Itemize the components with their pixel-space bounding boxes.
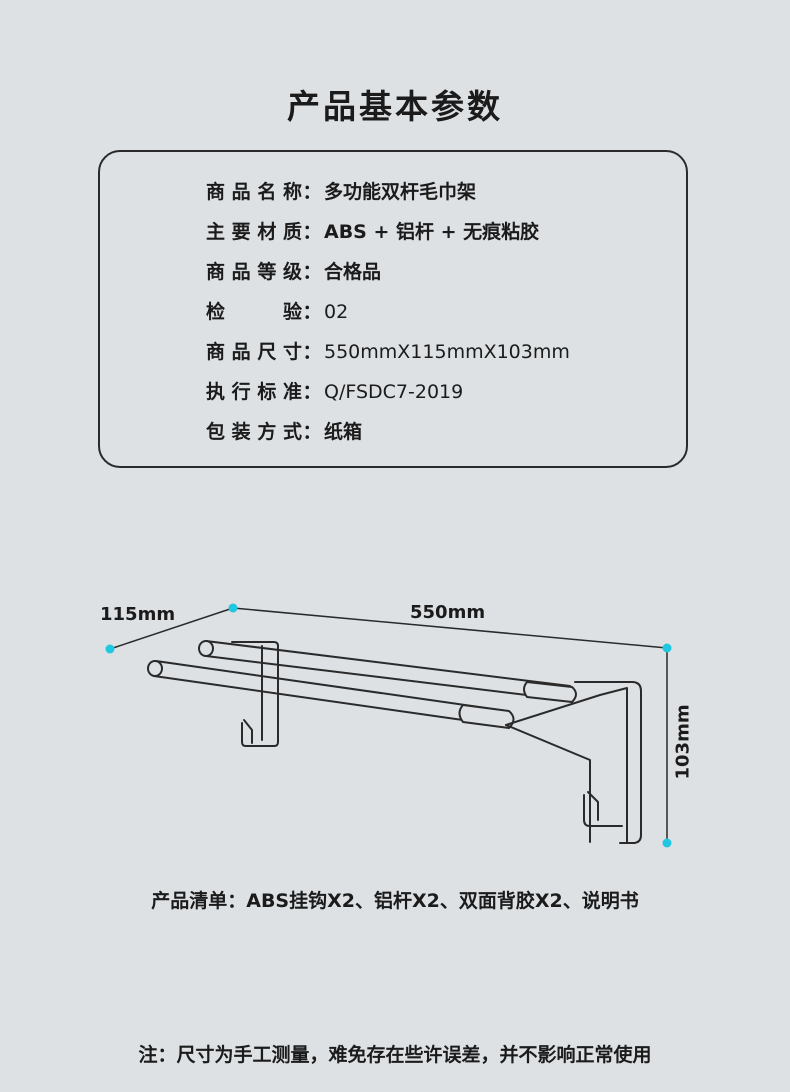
spec-row-inspection: 检验：02 [206, 300, 348, 324]
spec-colon: ： [302, 261, 322, 283]
spec-label: 商品名称 [206, 181, 302, 203]
spec-colon: ： [302, 341, 322, 363]
spec-row-grade: 商品等级：合格品 [206, 260, 381, 284]
spec-row-material: 主要材质：ABS + 铝杆 + 无痕粘胶 [206, 220, 539, 244]
spec-label: 商品等级 [206, 261, 302, 283]
spec-value: 纸箱 [324, 421, 363, 443]
measurement-note: 注：尺寸为手工测量，难免存在些许误差，并不影响正常使用 [138, 1044, 652, 1066]
spec-value: Q/FSDC7-2019 [324, 381, 464, 403]
dimension-length-label: 550mm [410, 602, 486, 623]
spec-label: 检验 [206, 301, 302, 323]
spec-label: 主要材质 [206, 221, 302, 243]
spec-value: 合格品 [324, 261, 382, 283]
spec-value: ABS + 铝杆 + 无痕粘胶 [324, 221, 540, 243]
spec-label: 商品尺寸 [206, 341, 302, 363]
spec-label: 执行标准 [206, 381, 302, 403]
dimension-depth-label: 115mm [100, 604, 176, 625]
spec-row-name: 商品名称：多功能双杆毛巾架 [206, 180, 476, 204]
spec-colon: ： [302, 301, 322, 323]
spec-row-standard: 执行标准：Q/FSDC7-2019 [206, 380, 463, 404]
package-contents: 产品清单：ABS挂钩X2、铝杆X2、双面背胶X2、说明书 [151, 890, 639, 912]
spec-row-size: 商品尺寸：550mmX115mmX103mm [206, 340, 570, 364]
spec-label: 包装方式 [206, 421, 302, 443]
spec-panel: 商品名称：多功能双杆毛巾架 主要材质：ABS + 铝杆 + 无痕粘胶 商品等级：… [98, 150, 688, 468]
spec-row-packaging: 包装方式：纸箱 [206, 420, 362, 444]
towel-rack-diagram [105, 603, 672, 848]
spec-value: 02 [324, 301, 349, 323]
spec-colon: ： [302, 181, 322, 203]
page-title: 产品基本参数 [287, 87, 503, 126]
spec-colon: ： [302, 221, 322, 243]
spec-colon: ： [302, 381, 322, 403]
spec-value: 多功能双杆毛巾架 [324, 181, 477, 203]
spec-colon: ： [302, 421, 322, 443]
spec-value: 550mmX115mmX103mm [324, 341, 570, 363]
